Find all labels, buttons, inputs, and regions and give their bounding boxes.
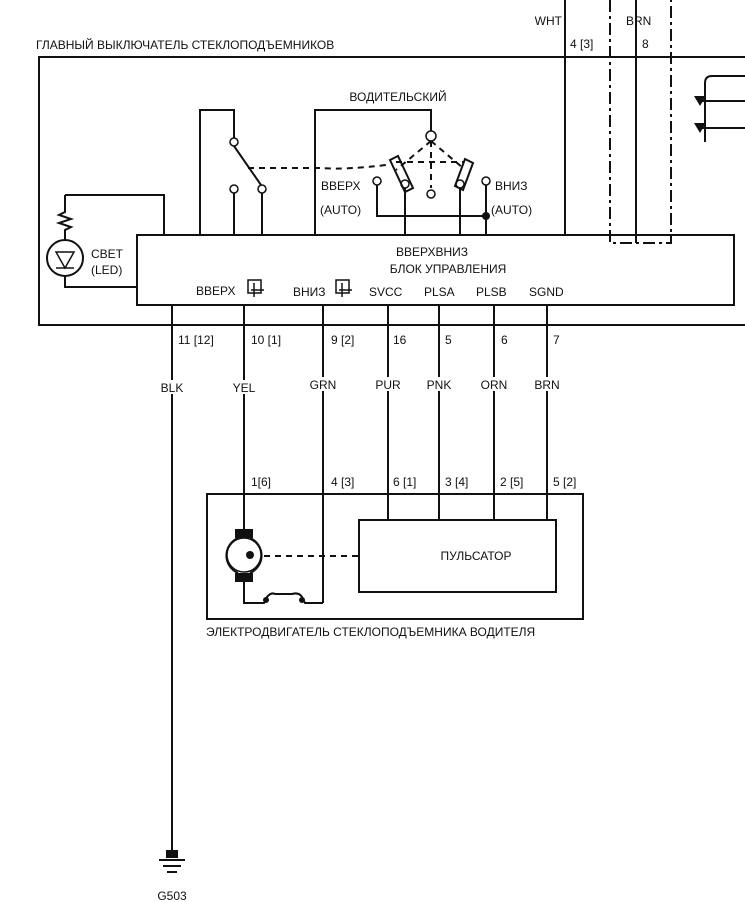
main-switch-box bbox=[38, 56, 745, 326]
wire-grn-color: GRN bbox=[310, 378, 337, 392]
driver-switch-feed bbox=[314, 109, 432, 235]
motor-pin-grn: 4 [3] bbox=[331, 475, 354, 489]
harness-outline bbox=[609, 0, 672, 244]
junction-1 bbox=[694, 96, 706, 106]
led-diode-icon bbox=[54, 251, 76, 270]
motor-title: ЭЛЕКТРОДВИГАТЕЛЬ СТЕКЛОПОДЪЕМНИКА ВОДИТЕ… bbox=[206, 625, 535, 639]
switch-down-auto-label: (AUTO) bbox=[491, 203, 532, 217]
wire-blk-color: BLK bbox=[161, 381, 184, 395]
wire-brn-pin: 7 bbox=[553, 333, 560, 347]
contact-down bbox=[455, 179, 465, 189]
wire-brn-color: BRN bbox=[626, 14, 651, 28]
wire-pnk-color: PNK bbox=[427, 378, 452, 392]
wire-orn-pin: 6 bbox=[501, 333, 508, 347]
contact-up-auto bbox=[372, 176, 382, 186]
led-wire-top bbox=[65, 194, 165, 235]
switch-up-label: ВВЕРХ bbox=[321, 179, 360, 193]
driver-label: ВОДИТЕЛЬСКИЙ bbox=[349, 89, 446, 104]
pulser-label: ПУЛЬСАТОР bbox=[441, 549, 512, 563]
wire-yel-color: YEL bbox=[233, 381, 256, 395]
main-switch-title: ГЛАВНЫЙ ВЫКЛЮЧАТЕЛЬ СТЕКЛОПОДЪЕМНИКОВ bbox=[36, 37, 334, 52]
switch-up-auto-label: (AUTO) bbox=[320, 203, 361, 217]
wire-orn-color-bg bbox=[478, 377, 510, 391]
wire-pur-color: PUR bbox=[375, 378, 401, 392]
wire-pnk-pin: 5 bbox=[445, 333, 452, 347]
wire-pur-color-bg bbox=[372, 377, 404, 391]
breaker-contact-1 bbox=[263, 597, 269, 603]
wire-wht-pin: 4 [3] bbox=[570, 37, 593, 51]
breaker-contact-2 bbox=[299, 597, 305, 603]
mechanical-link bbox=[248, 164, 387, 170]
left-switch-bracket bbox=[199, 109, 235, 235]
contact-down-auto bbox=[481, 176, 491, 186]
led-resistor bbox=[55, 195, 75, 240]
control-unit-line1: ВВЕРХВНИЗ bbox=[396, 245, 468, 259]
wire-brn-color-bg bbox=[531, 377, 563, 391]
right-bus bbox=[704, 75, 745, 142]
motor-pin-yel: 1[6] bbox=[251, 475, 271, 489]
wire-blk-color-bg bbox=[156, 380, 188, 394]
wire-orn-color: ORN bbox=[481, 378, 508, 392]
wire-brn-pin: 8 bbox=[642, 37, 649, 51]
left-switch-contact-1 bbox=[229, 184, 239, 194]
ground-label: G503 bbox=[157, 889, 187, 902]
wire-yel-pin: 10 [1] bbox=[251, 333, 281, 347]
motor-pin-orn: 2 [5] bbox=[500, 475, 523, 489]
motor-assembly-box bbox=[206, 493, 584, 620]
switch-up-contact bbox=[388, 154, 415, 194]
motor-icon bbox=[225, 529, 263, 582]
pulser-box bbox=[358, 519, 557, 593]
wire-grn-pin: 9 [2] bbox=[331, 333, 354, 347]
control-unit-box bbox=[136, 234, 735, 306]
left-switch-contact-top bbox=[229, 137, 239, 147]
pin-plsa-label: PLSA bbox=[424, 285, 455, 299]
wire-blk-pin: 11 [12] bbox=[178, 333, 214, 347]
pin-up-label: ВВЕРХ bbox=[196, 284, 235, 298]
led-label: СВЕТ bbox=[91, 247, 124, 261]
pin-sgnd-label: SGND bbox=[529, 285, 564, 299]
pin-plsb-label: PLSB bbox=[476, 285, 507, 299]
wire-grn-color-bg bbox=[307, 377, 339, 391]
motor-thermal-breaker bbox=[243, 582, 323, 604]
wire-pnk-color-bg bbox=[423, 377, 455, 391]
led-sub-label: (LED) bbox=[91, 263, 122, 277]
junction-2 bbox=[694, 123, 706, 133]
left-switch-contact-2 bbox=[257, 184, 267, 194]
ground-icon bbox=[159, 850, 185, 873]
left-switch-blade bbox=[233, 145, 262, 186]
driver-switch-pivot bbox=[425, 130, 437, 142]
motor-pin-brn: 5 [2] bbox=[553, 475, 576, 489]
wire-wht-color: WHT bbox=[535, 14, 563, 28]
contact-center bbox=[426, 189, 436, 199]
wire-brn-color: BRN bbox=[534, 378, 559, 392]
driver-switch-links bbox=[395, 140, 464, 188]
wire-pur-pin: 16 bbox=[393, 333, 407, 347]
pin-down-label: ВНИЗ bbox=[293, 285, 326, 299]
control-unit-line2: БЛОК УПРАВЛЕНИЯ bbox=[390, 262, 507, 276]
switch-down-label: ВНИЗ bbox=[495, 179, 528, 193]
led-wire-bottom bbox=[64, 276, 137, 288]
pin-svcc-label: SVCC bbox=[369, 285, 403, 299]
led-lamp-icon bbox=[46, 239, 84, 277]
motor-pin-pur: 6 [1] bbox=[393, 475, 416, 489]
wire-yel-color-bg bbox=[228, 380, 260, 394]
motor-pin-pnk: 3 [4] bbox=[445, 475, 468, 489]
relay-down-icon bbox=[335, 279, 352, 297]
auto-bus bbox=[376, 185, 487, 217]
relay-up-icon bbox=[247, 279, 264, 297]
